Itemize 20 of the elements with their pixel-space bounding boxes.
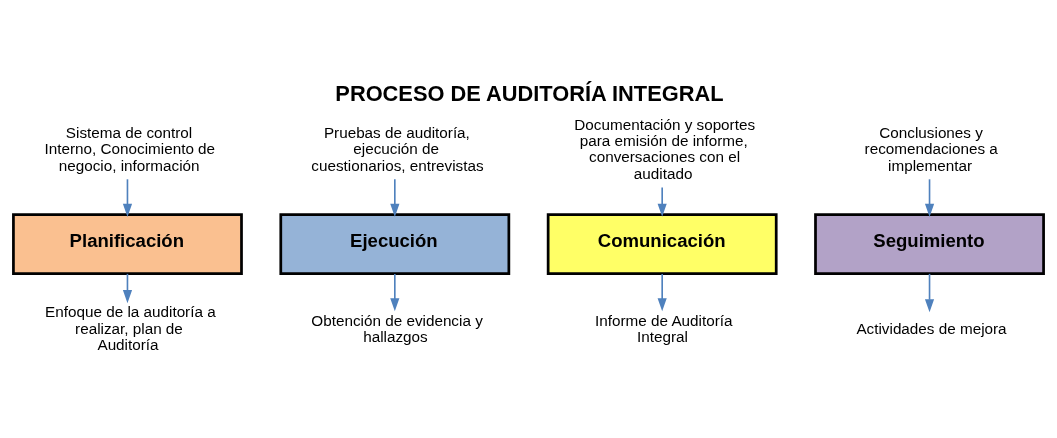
arrow: [390, 272, 400, 311]
arrow: [657, 272, 667, 311]
node-box: Comunicación: [546, 212, 778, 275]
diagram-title: PROCESO DE AUDITORÍA INTEGRAL: [335, 80, 724, 106]
arrow: [122, 178, 133, 217]
arrow: [924, 272, 935, 312]
node-box: Seguimiento: [814, 212, 1045, 275]
node-text: Pruebas de auditoría, ejecución de cuestionarios, entrevistas: [311, 123, 484, 174]
arrow: [390, 178, 400, 217]
node-text: Documentación y soportes para emisión de informe, conversaciones con el auditado: [574, 115, 756, 182]
node-text: Informe de Auditoría Integral: [595, 311, 733, 345]
node-box: Ejecución: [279, 212, 511, 275]
node-box: Planificación: [12, 212, 243, 275]
arrow: [657, 186, 667, 217]
node-text: Actividades de mejora: [856, 319, 1007, 337]
node-text: Conclusiones y recomendaciones a implementar: [864, 123, 998, 174]
node-text: Enfoque de la auditoría a realizar, plan de Auditoría: [45, 302, 216, 353]
node-text: Sistema de control Interno, Conocimiento de negocio, información: [44, 123, 216, 174]
arrow: [924, 178, 935, 217]
node-text: Obtención de evidencia y hallazgos: [311, 311, 483, 345]
